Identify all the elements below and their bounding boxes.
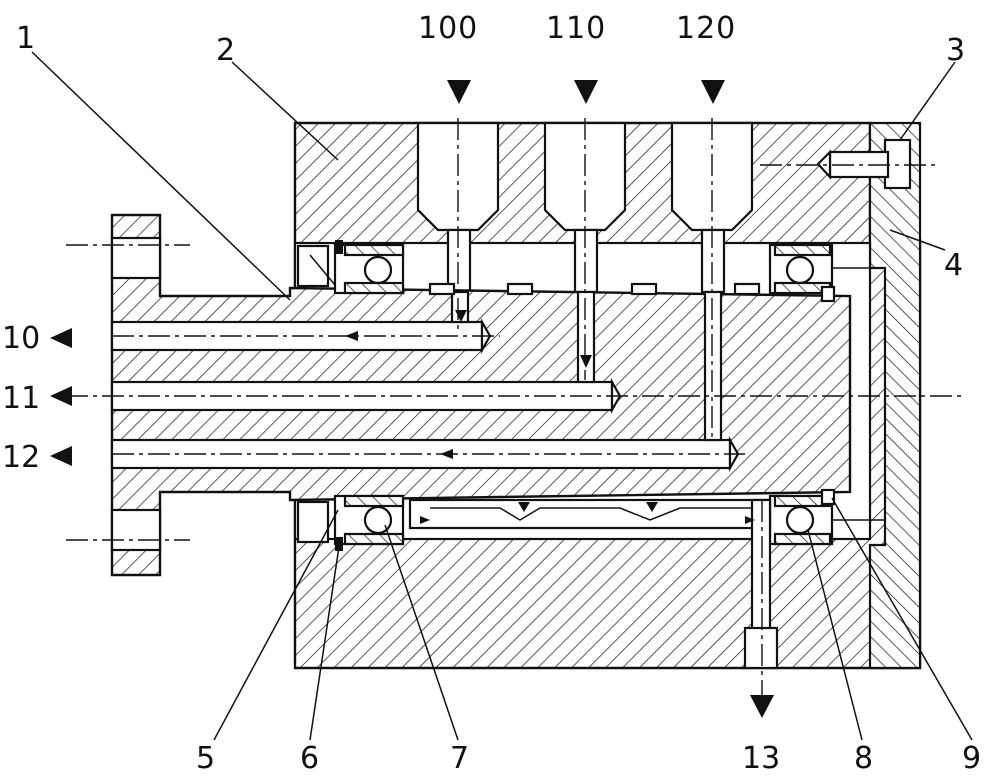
center-lines [66,118,965,695]
label-110: 110 [546,11,606,46]
flow-arrows [50,80,774,718]
bearings [296,240,836,551]
label-6: 6 [300,741,319,776]
label-12: 12 [2,440,40,475]
label-2: 2 [216,33,235,68]
labels: 100 110 120 1 2 3 4 5 6 7 8 9 10 11 12 1… [2,11,981,776]
label-11: 11 [2,381,40,416]
label-3: 3 [946,33,965,68]
leader-lines [31,51,973,741]
label-7: 7 [450,741,469,776]
label-13: 13 [742,741,780,776]
label-9: 9 [962,741,981,776]
label-10: 10 [2,321,40,356]
label-4: 4 [944,248,963,283]
inlet-ports [416,121,754,294]
drain-port [743,498,779,670]
seal-grooves [408,282,772,530]
label-1: 1 [16,21,35,56]
label-8: 8 [854,741,873,776]
label-120: 120 [676,11,736,46]
label-100: 100 [418,11,478,46]
label-5: 5 [196,741,215,776]
